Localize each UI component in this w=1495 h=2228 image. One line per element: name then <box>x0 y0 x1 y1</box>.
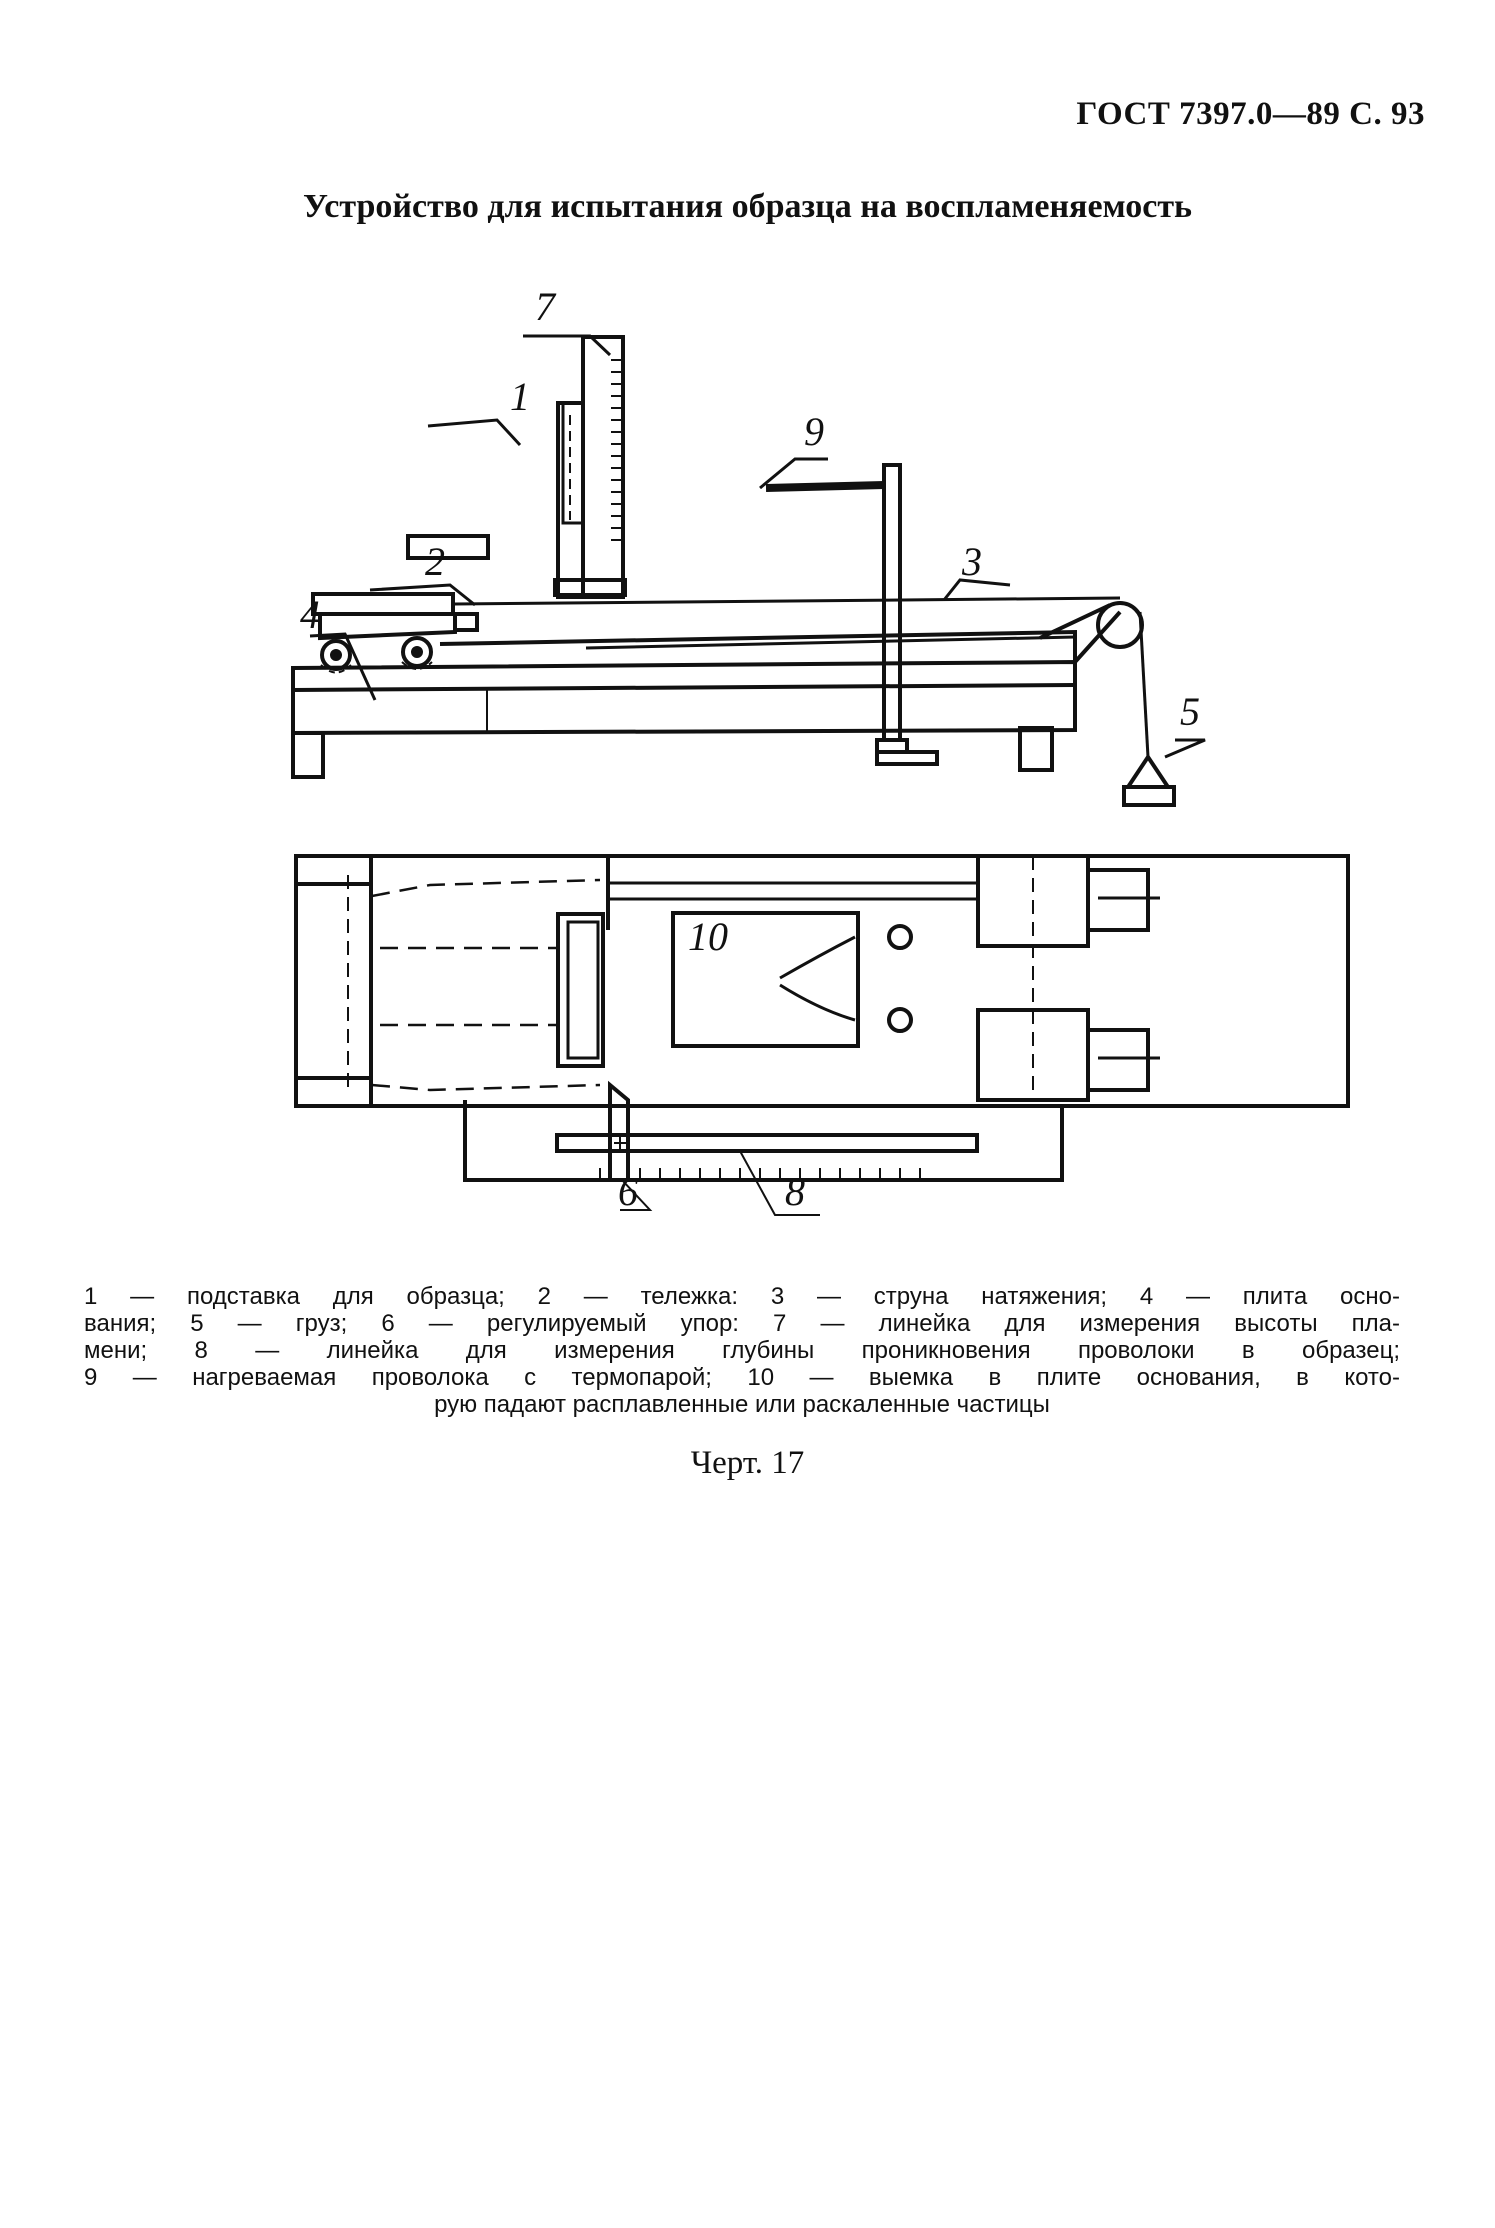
svg-text:8: 8 <box>785 1169 805 1214</box>
plan-view-labels: 10 6 8 <box>618 914 805 1214</box>
page-number: С. 93 <box>1349 96 1425 132</box>
svg-text:2: 2 <box>425 539 445 584</box>
legend-line: рую падают расплавленные или раскаленные… <box>434 1391 1050 1418</box>
figure-title: Устройство для испытания образца на восп… <box>302 188 1193 225</box>
svg-text:1: 1 <box>510 374 530 419</box>
side-view <box>291 334 1206 807</box>
figure-caption: Черт. 17 <box>690 1445 805 1481</box>
legend-line: вания; 5 — груз; 6 — регулируемый упор: … <box>84 1310 1400 1337</box>
svg-text:6: 6 <box>618 1169 638 1214</box>
page-header: ГОСТ 7397.0—89 С. 93 <box>1076 96 1425 133</box>
svg-text:10: 10 <box>688 914 728 959</box>
technical-drawing: 7 1 9 2 3 4 5 <box>291 284 1350 1216</box>
svg-text:4: 4 <box>300 592 320 637</box>
legend-line: 9 — нагреваемая проволока с термопарой; … <box>84 1364 1400 1391</box>
legend-line: 1 — подставка для образца; 2 — тележка: … <box>84 1283 1400 1310</box>
side-view-labels: 7 1 9 2 3 4 5 <box>300 284 1200 734</box>
svg-text:3: 3 <box>961 539 982 584</box>
svg-text:7: 7 <box>535 284 557 329</box>
plan-view <box>294 854 1350 1216</box>
figure-legend: 1 — подставка для образца; 2 — тележка: … <box>84 1283 1400 1418</box>
svg-text:9: 9 <box>804 409 824 454</box>
svg-text:5: 5 <box>1180 689 1200 734</box>
legend-line: мени; 8 — линейка для измерения глубины … <box>84 1337 1400 1364</box>
standard-number: ГОСТ 7397.0—89 <box>1076 96 1341 132</box>
